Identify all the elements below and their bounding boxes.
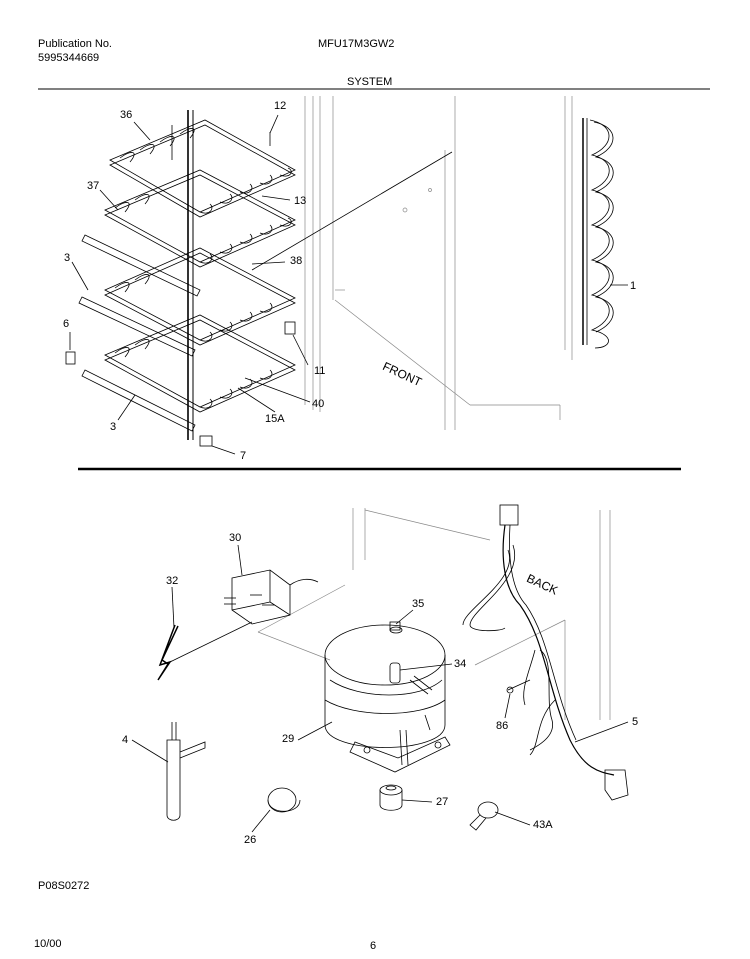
shelf-rails (78, 234, 201, 432)
callout-40: 40 (312, 398, 325, 410)
model-number: MFU17M3GW2 (318, 38, 395, 50)
leader-lines-bottom (131, 544, 629, 833)
callout-7: 7 (240, 450, 247, 462)
callout-43a: 43A (533, 819, 553, 831)
callout-37: 37 (87, 180, 100, 192)
overload-wire (157, 621, 253, 681)
compressor (324, 624, 451, 773)
publication-number: 5995344669 (38, 52, 100, 64)
callout-3-lower: 3 (110, 421, 117, 433)
callout-13: 13 (294, 195, 307, 207)
callout-38: 38 (290, 255, 303, 267)
callout-6: 6 (63, 318, 70, 330)
callout-5: 5 (632, 716, 639, 728)
section-title: SYSTEM (347, 76, 393, 88)
cable-clamp (469, 801, 499, 831)
ground-screw (506, 679, 531, 694)
relay (224, 569, 319, 625)
callout-3-upper: 3 (64, 252, 71, 264)
grommet (379, 784, 403, 811)
callout-26: 26 (244, 834, 257, 846)
callout-86: 86 (496, 720, 509, 732)
callout-30: 30 (229, 532, 242, 544)
callout-4: 4 (122, 734, 129, 746)
drawing-id: P08S0272 (38, 880, 90, 892)
callout-32: 32 (166, 575, 179, 587)
callout-35: 35 (412, 598, 425, 610)
callout-15a: 15A (265, 413, 285, 425)
filter-drier (166, 722, 206, 821)
cabinet-outline (304, 96, 573, 430)
callout-34: 34 (454, 658, 467, 670)
callout-12: 12 (274, 100, 287, 112)
leader-lines-top (69, 114, 628, 455)
footer-date: 10/00 (34, 938, 62, 950)
cabinet-outline-bottom (257, 508, 611, 720)
callout-36: 36 (120, 109, 133, 121)
condenser-coil (582, 118, 614, 349)
wiring-harness (462, 504, 629, 801)
callout-27: 27 (436, 796, 449, 808)
callout-29: 29 (282, 733, 295, 745)
callout-1: 1 (630, 280, 637, 292)
callout-11: 11 (314, 365, 326, 377)
evaporator-shelves (104, 110, 296, 440)
page-number: 6 (370, 940, 377, 952)
plug-cap (267, 787, 301, 813)
clips (65, 132, 296, 447)
mounting-bolt (389, 621, 401, 631)
publication-label: Publication No. (38, 38, 112, 50)
